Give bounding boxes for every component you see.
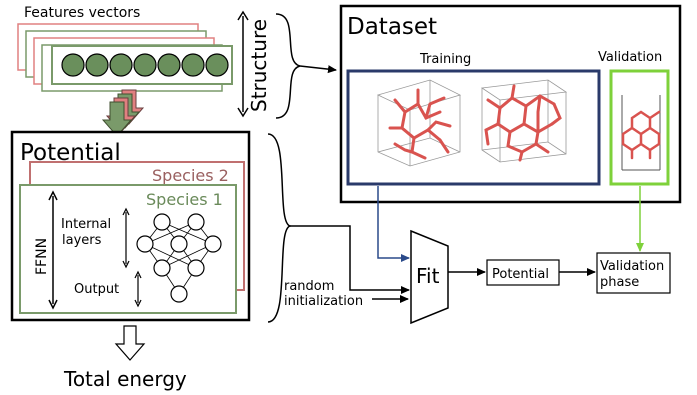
internal-layers-label: Internal layers [61, 217, 115, 248]
features-label: Features vectors [24, 5, 140, 21]
feature-vector-stack [17, 23, 233, 92]
validation-structure-icon [621, 95, 661, 171]
random-init-label: random initialization [284, 279, 363, 309]
potential-result-label: Potential [492, 267, 549, 282]
stacked-down-arrow-icon [101, 89, 145, 137]
down-arrow-icon [114, 325, 146, 361]
neural-network [136, 213, 222, 303]
ffnn-dimension: FFNN [34, 190, 58, 310]
training-structure-1-icon [376, 79, 462, 167]
species-2-label: Species 2 [152, 166, 229, 185]
output-bracket [134, 270, 142, 308]
training-structure-2-icon [480, 79, 568, 163]
ffnn-label: FFNN [34, 238, 50, 275]
training-box [346, 69, 601, 186]
validation-phase-label: Validation phase [600, 259, 668, 290]
potential-to-fit-arrow [290, 225, 410, 294]
dataset-title: Dataset [347, 14, 437, 40]
structure-dimension: Structure [237, 10, 271, 118]
training-to-fit-arrow [377, 186, 410, 262]
validation-box [609, 69, 670, 186]
species-1-card [19, 184, 237, 314]
structure-label: Structure [247, 19, 271, 112]
structure-brace [275, 13, 301, 119]
feature-nodes [61, 53, 229, 77]
total-energy-label: Total energy [63, 367, 187, 391]
fit-label: Fit [416, 264, 440, 288]
structure-to-dataset-arrow [299, 65, 337, 74]
validation-phase-box [596, 252, 671, 294]
fit-block [410, 229, 449, 325]
output-label: Output [74, 282, 119, 297]
validation-label: Validation [598, 50, 662, 65]
training-label: Training [419, 52, 471, 67]
species-1-label: Species 1 [146, 190, 223, 209]
internal-layers-bracket [122, 207, 130, 269]
